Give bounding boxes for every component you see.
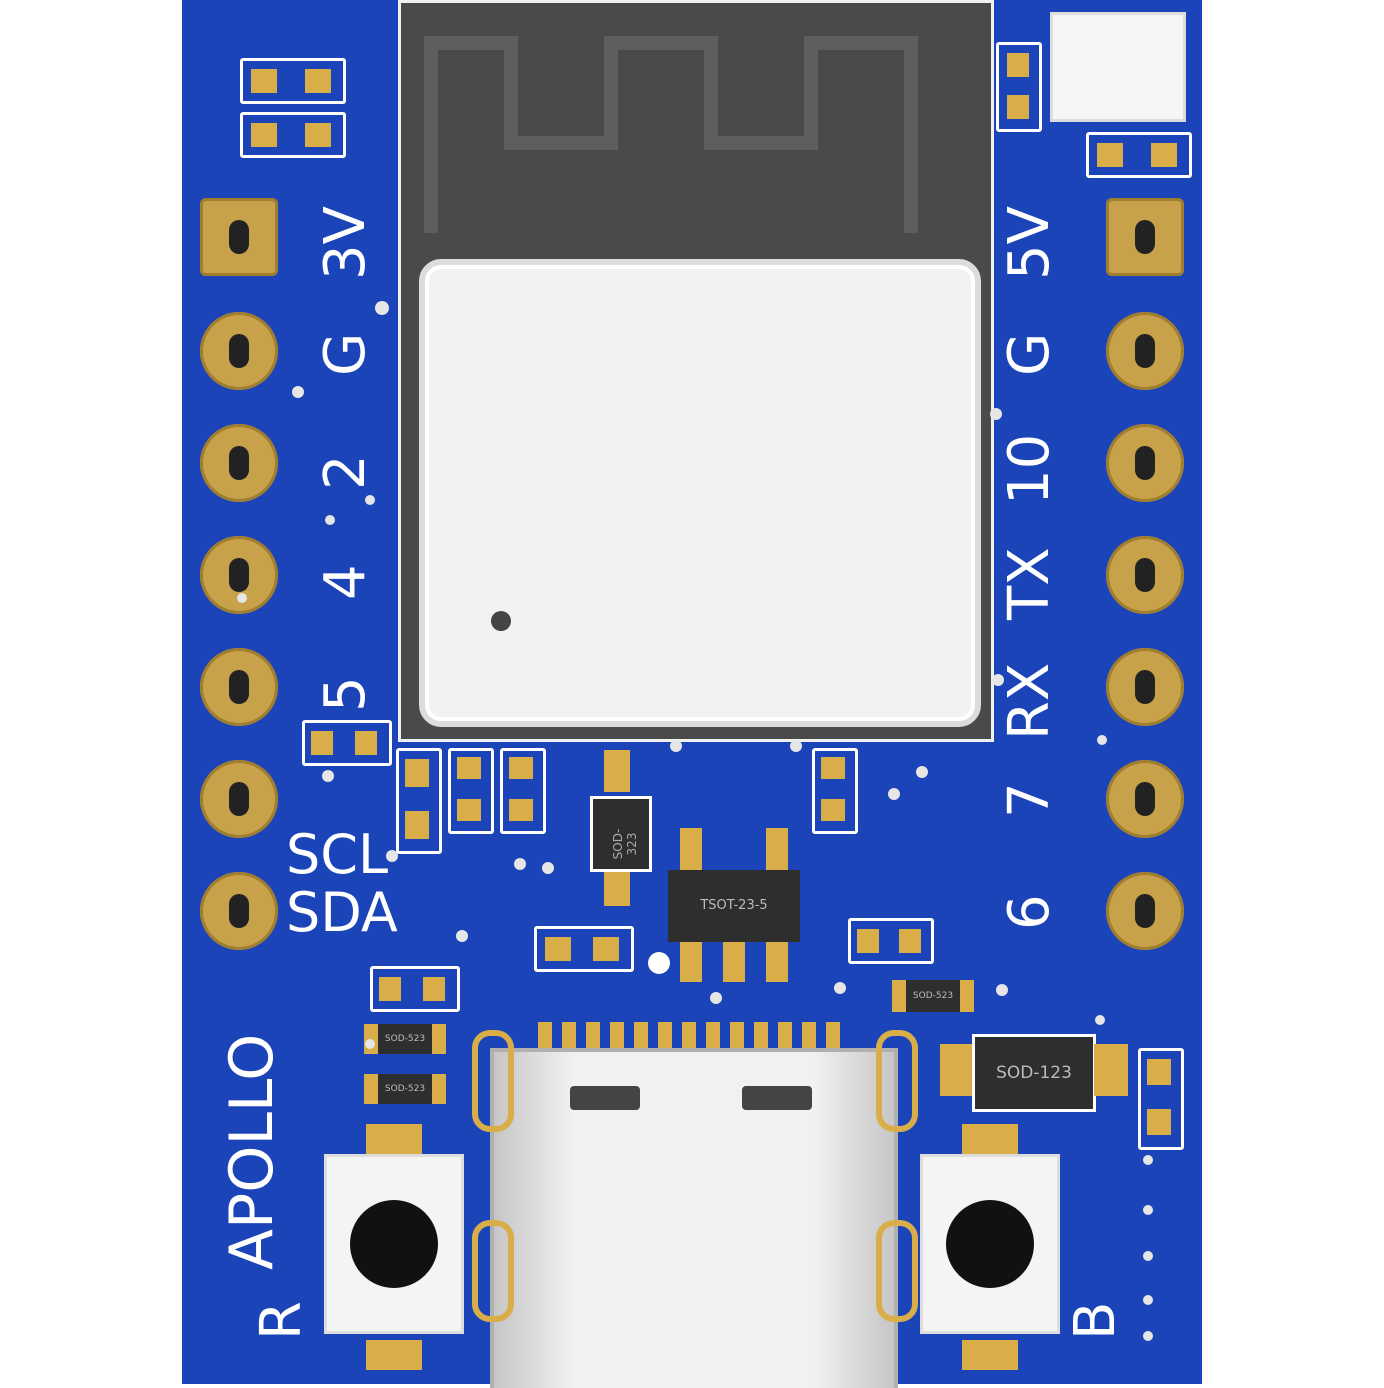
wifi-module xyxy=(398,0,994,742)
diode-d1: SOD-323 xyxy=(590,796,652,872)
diode-d5-pad-right xyxy=(1094,1044,1128,1096)
reset-pad-top xyxy=(366,1124,422,1154)
resistor-r7 xyxy=(1138,1048,1184,1150)
usb-c-connector[interactable] xyxy=(490,1048,898,1388)
usb-c-pins xyxy=(538,1022,844,1052)
reset-pad-bottom xyxy=(366,1340,422,1370)
usb-c-latch-right xyxy=(742,1086,812,1110)
resistor-r6 xyxy=(370,966,460,1012)
usb-c-latch-left xyxy=(570,1086,640,1110)
pad-10 xyxy=(1106,424,1184,502)
rf-shield xyxy=(419,259,981,727)
vias xyxy=(237,301,1153,1341)
pad-sda xyxy=(200,872,278,950)
label-sda: SDA xyxy=(286,881,398,944)
regulator-label: TSOT-23-5 xyxy=(700,898,768,913)
pad-2 xyxy=(200,424,278,502)
diode-d3-label: SOD-523 xyxy=(384,1034,426,1044)
reg-pin3 xyxy=(766,942,788,982)
diode-d5-pad-left xyxy=(940,1044,974,1096)
antenna-trace xyxy=(424,36,918,233)
resistor-r5 xyxy=(302,720,392,766)
label-scl: SCL xyxy=(286,823,389,886)
usb-c-tab-right-bottom xyxy=(876,1220,918,1322)
diode-d4: SOD-523 xyxy=(364,1074,446,1104)
diode-d5: SOD-123 xyxy=(972,1034,1096,1112)
capacitor-c5 xyxy=(534,926,634,972)
diode-d1-pad-top xyxy=(604,750,630,792)
capacitor-c4 xyxy=(812,748,858,834)
pcb-board: 3V G 2 4 5 SCL SDA 5V G 10 TX RX 7 6 APO… xyxy=(182,0,1202,1388)
pad-tx xyxy=(1106,536,1184,614)
pad-rx xyxy=(1106,648,1184,726)
resistor-r3 xyxy=(996,42,1042,132)
pin1-marker xyxy=(648,952,670,974)
pad-5v xyxy=(1106,198,1184,276)
reset-button[interactable] xyxy=(324,1154,464,1334)
diode-d5-label: SOD-123 xyxy=(996,1063,1072,1083)
boot-button[interactable] xyxy=(920,1154,1060,1334)
diode-d4-label: SOD-523 xyxy=(384,1084,426,1094)
pad-g-right xyxy=(1106,312,1184,390)
usb-c-tab-left-top xyxy=(472,1030,514,1132)
reset-knob xyxy=(350,1200,438,1288)
capacitor-c6 xyxy=(848,918,934,964)
reg-pin2 xyxy=(723,942,745,982)
diode-d2: SOD-523 xyxy=(892,980,974,1012)
pad-scl xyxy=(200,760,278,838)
diode-d2-label: SOD-523 xyxy=(912,991,954,1001)
capacitor-c1 xyxy=(396,748,442,854)
boot-pad-top xyxy=(962,1124,1018,1154)
usb-c-tab-left-bottom xyxy=(472,1220,514,1322)
boot-pad-bottom xyxy=(962,1340,1018,1370)
resistor-r4 xyxy=(1086,132,1192,178)
pad-3v xyxy=(200,198,278,276)
diode-d1-pad-bottom xyxy=(604,872,630,906)
pad-6 xyxy=(1106,872,1184,950)
capacitor-c2 xyxy=(448,748,494,834)
regulator-u1: TSOT-23-5 xyxy=(668,870,800,942)
capacitor-c3 xyxy=(500,748,546,834)
pad-7 xyxy=(1106,760,1184,838)
diode-d3: SOD-523 xyxy=(364,1024,446,1054)
pad-5 xyxy=(200,648,278,726)
pad-g-left xyxy=(200,312,278,390)
usb-c-tab-right-top xyxy=(876,1030,918,1132)
reg-pin5 xyxy=(766,828,788,870)
pin1-dot xyxy=(491,611,511,631)
reg-pin1 xyxy=(680,942,702,982)
rgb-led xyxy=(1050,12,1186,122)
boot-knob xyxy=(946,1200,1034,1288)
resistor-r1 xyxy=(240,58,346,104)
resistor-r2 xyxy=(240,112,346,158)
reg-pin4 xyxy=(680,828,702,870)
